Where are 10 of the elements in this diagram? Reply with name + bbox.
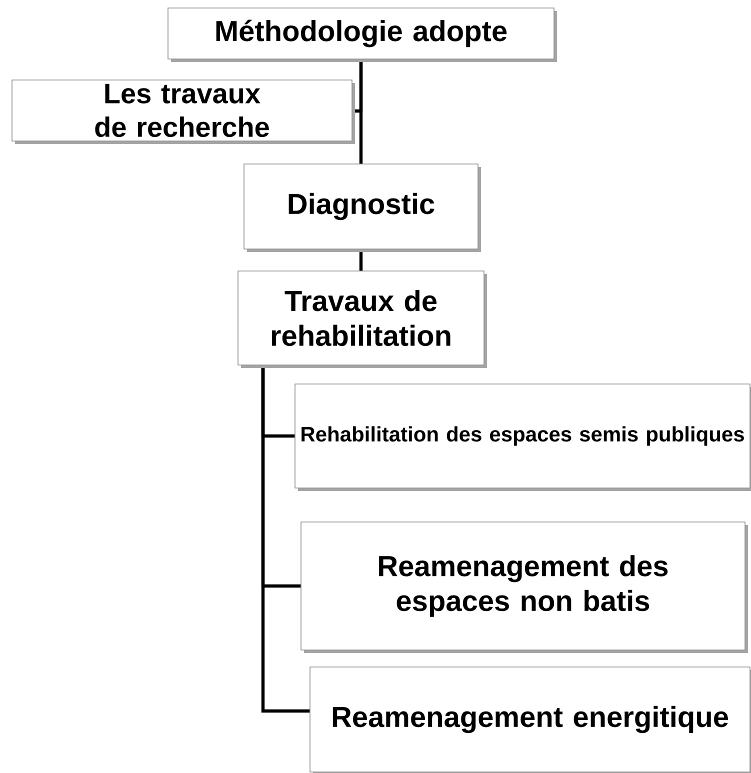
connector-line [359, 59, 363, 164]
process-box: Reamenagement des espaces non batis [300, 522, 748, 653]
process-box: Les travaux de recherche [12, 80, 355, 144]
process-box: Rehabilitation des espaces semis publiques [294, 384, 751, 491]
process-box: Reamenagement energitique [310, 666, 751, 773]
process-box: Travaux de rehabilitation [238, 270, 487, 368]
process-box: Diagnostic [244, 164, 481, 252]
connector-line [261, 365, 310, 713]
process-box: Méthodologie adopte [168, 8, 557, 62]
connector-line [359, 249, 363, 271]
